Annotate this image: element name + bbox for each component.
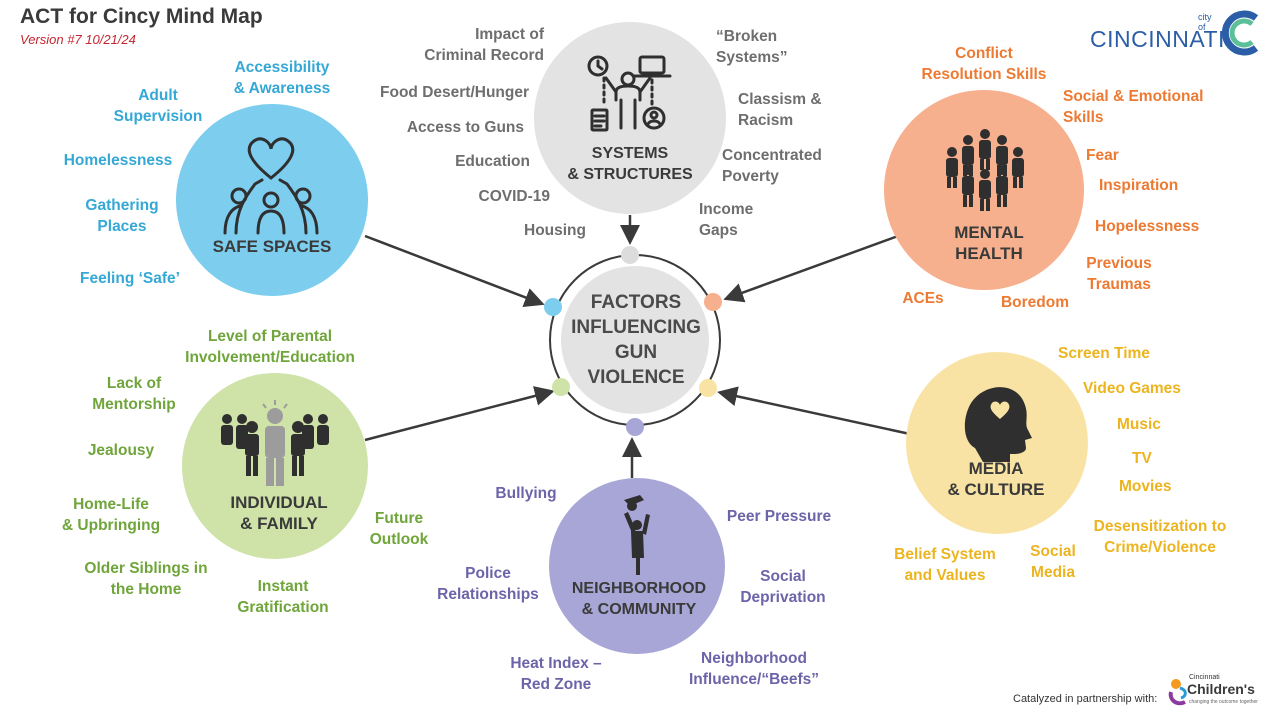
city-of-text: city of (1198, 12, 1212, 32)
factor-tv: TV (1132, 450, 1152, 467)
factor-education: Education (455, 153, 530, 170)
dot-individual-family (552, 378, 570, 396)
neighborhood-label: NEIGHBORHOOD& COMMUNITY (571, 580, 707, 618)
dot-safe-spaces (544, 298, 562, 316)
cincinnati-text: CINCINNATI (1090, 26, 1225, 52)
cincinnati-small-text: Cincinnati (1189, 674, 1220, 681)
factor-boredom: Boredom (1000, 294, 1070, 311)
arrow-individual-family (364, 386, 555, 442)
factor-hopelessness: Hopelessness (1095, 218, 1200, 235)
factor-peer-pressure: Peer Pressure (726, 508, 832, 525)
head-heart-icon (964, 387, 1032, 462)
partnership-text: Catalyzed in partnership with: (1013, 693, 1158, 705)
dot-neighborhood (626, 418, 644, 436)
factor-bullying: Bullying (495, 485, 557, 502)
factor-inspiration: Inspiration (1099, 177, 1179, 194)
media-culture-label: MEDIA& CULTURE (947, 459, 1045, 499)
dot-mental-health (704, 293, 722, 311)
factor-video-games: Video Games (1083, 380, 1181, 397)
factor-food-desert: Food Desert/Hunger (380, 84, 529, 101)
factor-feeling-safe: Feeling ‘Safe’ (80, 270, 180, 287)
page-title: ACT for Cincy Mind Map (20, 5, 263, 28)
factor-fear: Fear (1086, 147, 1119, 164)
factor-accessibility: Accessibility& Awareness (233, 59, 331, 97)
factor-home-life: Home-Life& Upbringing (61, 496, 161, 534)
childrens-tagline: changing the outcome together (1189, 699, 1258, 705)
childrens-swirl-icon (1168, 679, 1187, 706)
factor-classism-racism: Classism &Racism (738, 91, 822, 129)
dot-systems (621, 246, 639, 264)
factor-music: Music (1117, 416, 1161, 433)
arrow-safe-spaces (364, 234, 545, 307)
factor-heat-index: Heat Index –Red Zone (510, 655, 602, 693)
dot-media-culture (699, 379, 717, 397)
arrow-mental-health (723, 234, 899, 303)
cincinnati-c-icon (1221, 10, 1259, 56)
factor-jealousy: Jealousy (87, 442, 155, 459)
people-group-icon (946, 129, 1024, 211)
safe-spaces-circle (176, 104, 368, 296)
parent-child-icon (624, 495, 650, 575)
family-group-icon (221, 400, 329, 486)
safe-spaces-label: SAFE SPACES (212, 237, 332, 256)
factor-covid: COVID-19 (478, 188, 551, 205)
arrow-media-culture (717, 386, 911, 436)
center-circle (561, 266, 709, 414)
factor-access-to-guns: Access to Guns (406, 119, 524, 136)
factor-movies: Movies (1119, 478, 1172, 495)
hands-heart-icon (223, 137, 319, 235)
systems-person-icon (587, 55, 672, 132)
systems-label: SYSTEMS& STRUCTURES (567, 145, 693, 183)
factor-housing: Housing (524, 222, 586, 239)
version-label: Version #7 10/21/24 (20, 32, 136, 47)
factor-screen-time: Screen Time (1058, 345, 1150, 362)
individual-family-label: INDIVIDUAL& FAMILY (230, 493, 328, 533)
childrens-text: Children's (1187, 681, 1255, 697)
factor-homelessness: Homelessness (63, 152, 173, 169)
systems-circle (534, 22, 726, 214)
factor-aces: ACEs (902, 290, 944, 307)
